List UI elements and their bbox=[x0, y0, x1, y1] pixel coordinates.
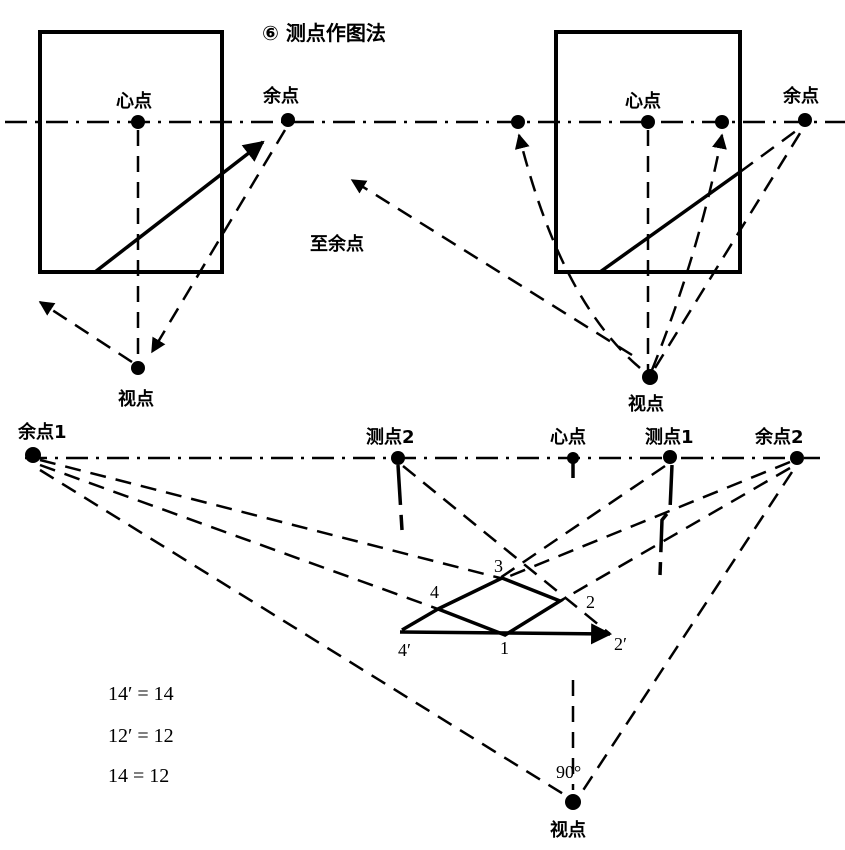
measuring-point-2-label: 测点2 bbox=[366, 426, 415, 448]
vanishing-point-dot bbox=[281, 113, 295, 127]
point-dot bbox=[511, 115, 525, 129]
point-dot bbox=[715, 115, 729, 129]
measuring-line bbox=[402, 465, 611, 635]
direction-line bbox=[38, 300, 133, 364]
parallel-line bbox=[150, 129, 287, 354]
curve-line bbox=[514, 133, 641, 369]
right-angle-label: 90° bbox=[556, 762, 581, 782]
measuring-line bbox=[499, 464, 666, 580]
measuring-line bbox=[658, 464, 674, 576]
vanishing-point-1-dot bbox=[25, 447, 41, 463]
top-left-panel: 心点 余点 视点 bbox=[5, 30, 845, 410]
vertex-4-prime-label: 4′ bbox=[398, 640, 411, 660]
measuring-point-2-dot bbox=[391, 451, 405, 465]
vanishing-point-1-label: 余点1 bbox=[17, 421, 67, 443]
top-right-panel: 心点 余点 视点 bbox=[511, 30, 819, 415]
vertex-2-prime-label: 2′ bbox=[614, 634, 627, 654]
curve-line bbox=[650, 133, 727, 371]
center-point-label: 心点 bbox=[550, 426, 586, 448]
vertex-1-label: 1 bbox=[500, 638, 509, 658]
vanishing-line bbox=[559, 466, 791, 603]
vanishing-point-label: 余点 bbox=[262, 85, 299, 107]
center-point-dot bbox=[567, 452, 579, 464]
edge-extension bbox=[739, 126, 801, 174]
vanishing-point-2-label: 余点2 bbox=[754, 426, 804, 448]
vanishing-line bbox=[578, 471, 794, 796]
diagram-title: ⑥ 测点作图法 bbox=[262, 21, 386, 45]
equation: 12′ = 12 bbox=[108, 725, 174, 747]
view-point-dot bbox=[131, 361, 145, 375]
to-vanishing-point-arrow bbox=[350, 178, 633, 357]
view-point-label: 视点 bbox=[550, 819, 586, 841]
edge-extension bbox=[401, 607, 439, 632]
center-point-dot bbox=[641, 115, 655, 129]
view-point-dot bbox=[565, 794, 581, 810]
equation: 14′ = 14 bbox=[108, 683, 174, 705]
vanishing-line bbox=[504, 460, 791, 580]
edge-line bbox=[93, 140, 265, 274]
vertex-4-label: 4 bbox=[430, 582, 439, 602]
measuring-point-1-label: 测点1 bbox=[645, 426, 694, 448]
vanishing-point-dot bbox=[798, 113, 812, 127]
vertex-2-label: 2 bbox=[586, 592, 595, 612]
view-point-dot bbox=[642, 369, 658, 385]
vanishing-line bbox=[39, 463, 439, 611]
vanishing-point-2-dot bbox=[790, 451, 804, 465]
center-point-dot bbox=[131, 115, 145, 129]
center-point-label: 心点 bbox=[625, 90, 661, 112]
picture-frame bbox=[38, 30, 224, 274]
to-vanishing-point-label: 至余点 bbox=[310, 233, 364, 255]
view-point-label: 视点 bbox=[628, 393, 664, 415]
bottom-panel: 余点1 测点2 心点 测点1 余点2 视点 90° 1 2 3 4 2′ 4′ … bbox=[17, 421, 820, 841]
vanishing-line bbox=[39, 458, 501, 580]
measuring-point-1-dot bbox=[663, 450, 677, 464]
edge-line bbox=[598, 170, 742, 274]
vertex-3-label: 3 bbox=[494, 556, 503, 576]
vanishing-point-label: 余点 bbox=[782, 85, 819, 107]
vanishing-line bbox=[653, 129, 804, 369]
equation: 14 = 12 bbox=[108, 765, 169, 787]
center-point-label: 心点 bbox=[116, 90, 152, 112]
square-in-perspective bbox=[433, 576, 564, 637]
measuring-line bbox=[396, 464, 404, 531]
view-point-label: 视点 bbox=[118, 388, 154, 410]
